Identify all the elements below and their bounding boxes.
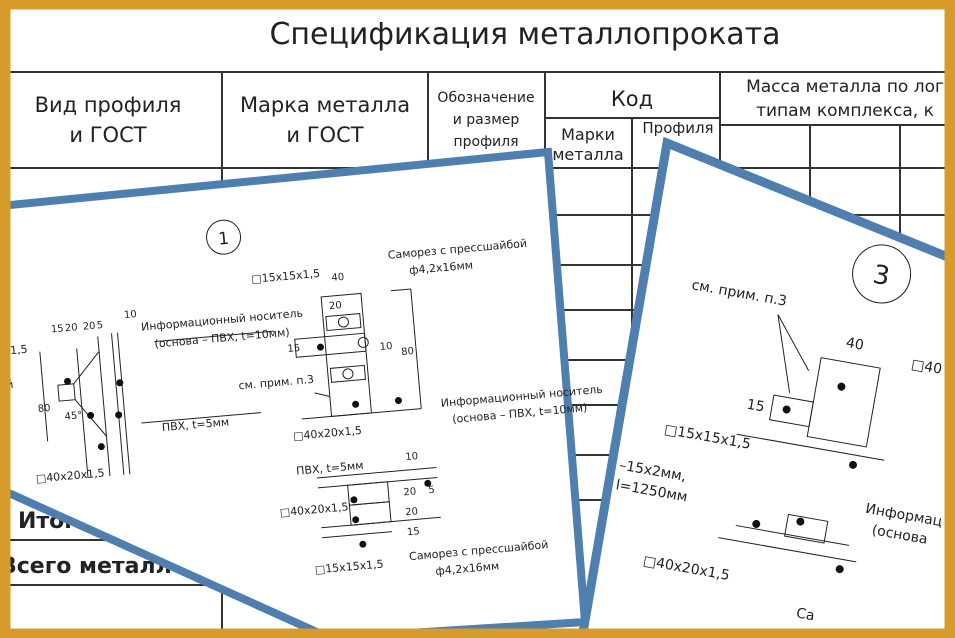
- label-tube-15-2: □15x15x1,5: [314, 557, 384, 576]
- svg-text:10: 10: [405, 451, 419, 463]
- svg-text:5: 5: [428, 485, 435, 497]
- dim-15: 15: [745, 397, 765, 416]
- header-designation-1: Обозначение: [437, 90, 534, 106]
- header-code: Код: [611, 87, 653, 111]
- label-tube-40-1: □40x20x1,5: [35, 466, 105, 485]
- label-screw-size-1: ф4,2x16мм: [409, 259, 474, 278]
- label-screw-cut: Са: [795, 605, 816, 624]
- dim-40: 40: [845, 335, 865, 354]
- header-code-profile: Профиля: [642, 119, 713, 137]
- detail-1a-drawing: [39, 330, 274, 478]
- header-grade-2: и ГОСТ: [286, 123, 363, 147]
- detail-marker-3-label: 3: [871, 260, 893, 292]
- label-pvc-2: ПВХ, t=5мм: [296, 459, 364, 478]
- detail-1b-drawing: [294, 288, 422, 420]
- label-tube-40-2: □40x20x1,5: [293, 424, 363, 443]
- header-mass-1: Масса металла по лог: [746, 77, 944, 97]
- label-pvc-1: ПВХ, t=5мм: [161, 415, 229, 434]
- spec-title: Спецификация металлопроката: [269, 17, 780, 52]
- svg-text:15: 15: [51, 323, 65, 335]
- svg-text:15: 15: [407, 526, 421, 538]
- label-tube-40-cut: □40: [910, 357, 943, 378]
- label-screw-size-2: ф4,2x16мм: [435, 559, 500, 578]
- svg-text:80: 80: [401, 346, 415, 358]
- header-profile-1: Вид профиля: [35, 93, 182, 117]
- svg-text:5: 5: [96, 320, 103, 332]
- svg-text:20: 20: [405, 506, 419, 518]
- detail-marker-1: [206, 219, 242, 255]
- svg-text:20: 20: [64, 322, 78, 334]
- svg-text:10: 10: [379, 341, 393, 353]
- header-mass-2: типам комплекса, к: [756, 101, 934, 121]
- detail-sheet-3: 3 см. прим. п.3 □40 □15x15x1,5 –15x2мм, …: [577, 136, 955, 638]
- svg-text:15: 15: [287, 343, 301, 355]
- detail-marker-3: [852, 244, 912, 304]
- detail-sheet-1: 1: [0, 147, 603, 638]
- header-code-grade-1: Марки: [561, 125, 615, 144]
- svg-text:45°: 45°: [64, 410, 83, 423]
- svg-text:40: 40: [331, 272, 345, 284]
- header-designation-3: профиля: [453, 134, 518, 150]
- svg-text:10: 10: [124, 309, 138, 321]
- svg-text:80: 80: [37, 403, 51, 415]
- label-tube-15-1: □15x15x1,5: [251, 267, 321, 286]
- svg-text:20: 20: [82, 321, 96, 333]
- header-code-grade-2: металла: [552, 145, 623, 164]
- svg-text:20: 20: [329, 300, 343, 312]
- label-tube-40-3: □40x20x1,5: [279, 500, 349, 519]
- detail-1c-drawing: [316, 466, 441, 539]
- detail-3a-drawing: [718, 314, 885, 563]
- detail-marker-1-label: 1: [217, 229, 230, 250]
- header-grade-1: Марка металла: [240, 93, 410, 117]
- header-profile-2: и ГОСТ: [69, 123, 146, 147]
- svg-text:20: 20: [403, 486, 417, 498]
- header-designation-2: и размер: [453, 112, 520, 128]
